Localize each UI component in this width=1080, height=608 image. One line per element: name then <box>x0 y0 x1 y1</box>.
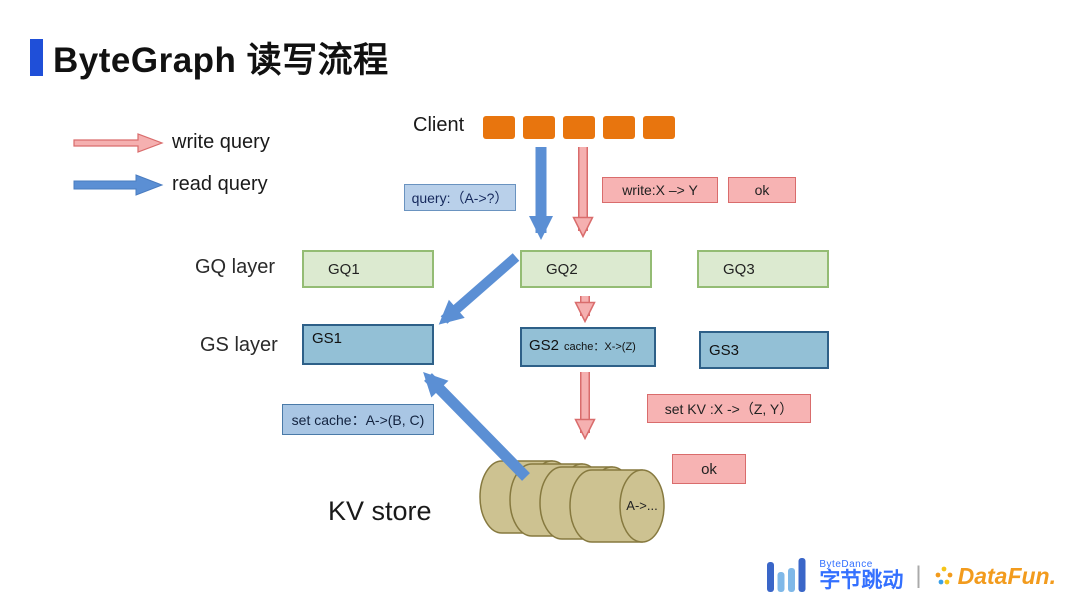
client-node-icon <box>483 116 515 139</box>
bytedance-wordmark: ByteDance 字节跳动 <box>819 558 904 593</box>
legend-write-label: write query <box>172 131 270 153</box>
gq-layer-label: GQ layer <box>195 256 276 278</box>
gs2-cache-note: cache：X->(Z) <box>564 341 636 353</box>
gs3-name: GS3 <box>709 341 740 359</box>
ok-top-annotation: ok <box>728 177 796 203</box>
ok-bottom-annotation: ok <box>672 454 746 484</box>
footer-logos: ByteDance 字节跳动 | DataFun. <box>767 558 1056 594</box>
gs3-node: GS3 <box>699 331 829 369</box>
legend-read-label: read query <box>172 173 268 195</box>
datafun-label: DataFun. <box>957 562 1056 589</box>
client-node-icon <box>523 116 555 139</box>
title-text: ByteGraph 读写流程 <box>53 41 389 80</box>
client-node-icon <box>643 116 675 139</box>
gq1-node: GQ1 <box>302 250 434 288</box>
gs1-name: GS1 <box>312 330 343 347</box>
write-arrow-icon <box>73 133 164 153</box>
gs1-node: GS1 <box>302 324 434 365</box>
client-node-icon <box>603 116 635 139</box>
page-title: ByteGraph 读写流程 <box>30 32 389 83</box>
set-cache-annotation: set cache：A->(B, C) <box>282 404 434 435</box>
title-accent-bar <box>30 39 43 76</box>
gs2-name: GS2 <box>529 337 560 354</box>
read-arrow-kv-to-gs1 <box>423 372 530 481</box>
client-label: Client <box>413 114 465 136</box>
kv-store-content: A->... <box>626 498 658 513</box>
read-arrow-icon <box>73 174 164 196</box>
set-kv-annotation: set KV :X ->（Z, Y） <box>647 394 811 423</box>
gq2-node: GQ2 <box>520 250 652 288</box>
footer-separator: | <box>915 562 922 589</box>
gq3-node: GQ3 <box>697 250 829 288</box>
write-xy-annotation: write:X –> Y <box>602 177 718 203</box>
client-node-icon <box>563 116 595 139</box>
client-nodes <box>483 116 675 139</box>
datafun-logo: DataFun. <box>934 563 1056 590</box>
query-annotation: query:（A->?） <box>404 184 516 211</box>
datafun-dots-icon <box>935 566 953 585</box>
gs-layer-label: GS layer <box>200 334 278 356</box>
kv-store-label: KV store <box>328 496 432 526</box>
bytedance-logo-icon <box>767 558 806 592</box>
gs2-node: GS2 cache：X->(Z) <box>520 327 656 367</box>
read-arrow-gq2-to-gs1 <box>438 253 520 325</box>
bytedance-en-label: ByteDance <box>819 558 873 570</box>
bytedance-cn-label: 字节跳动 <box>819 569 904 593</box>
